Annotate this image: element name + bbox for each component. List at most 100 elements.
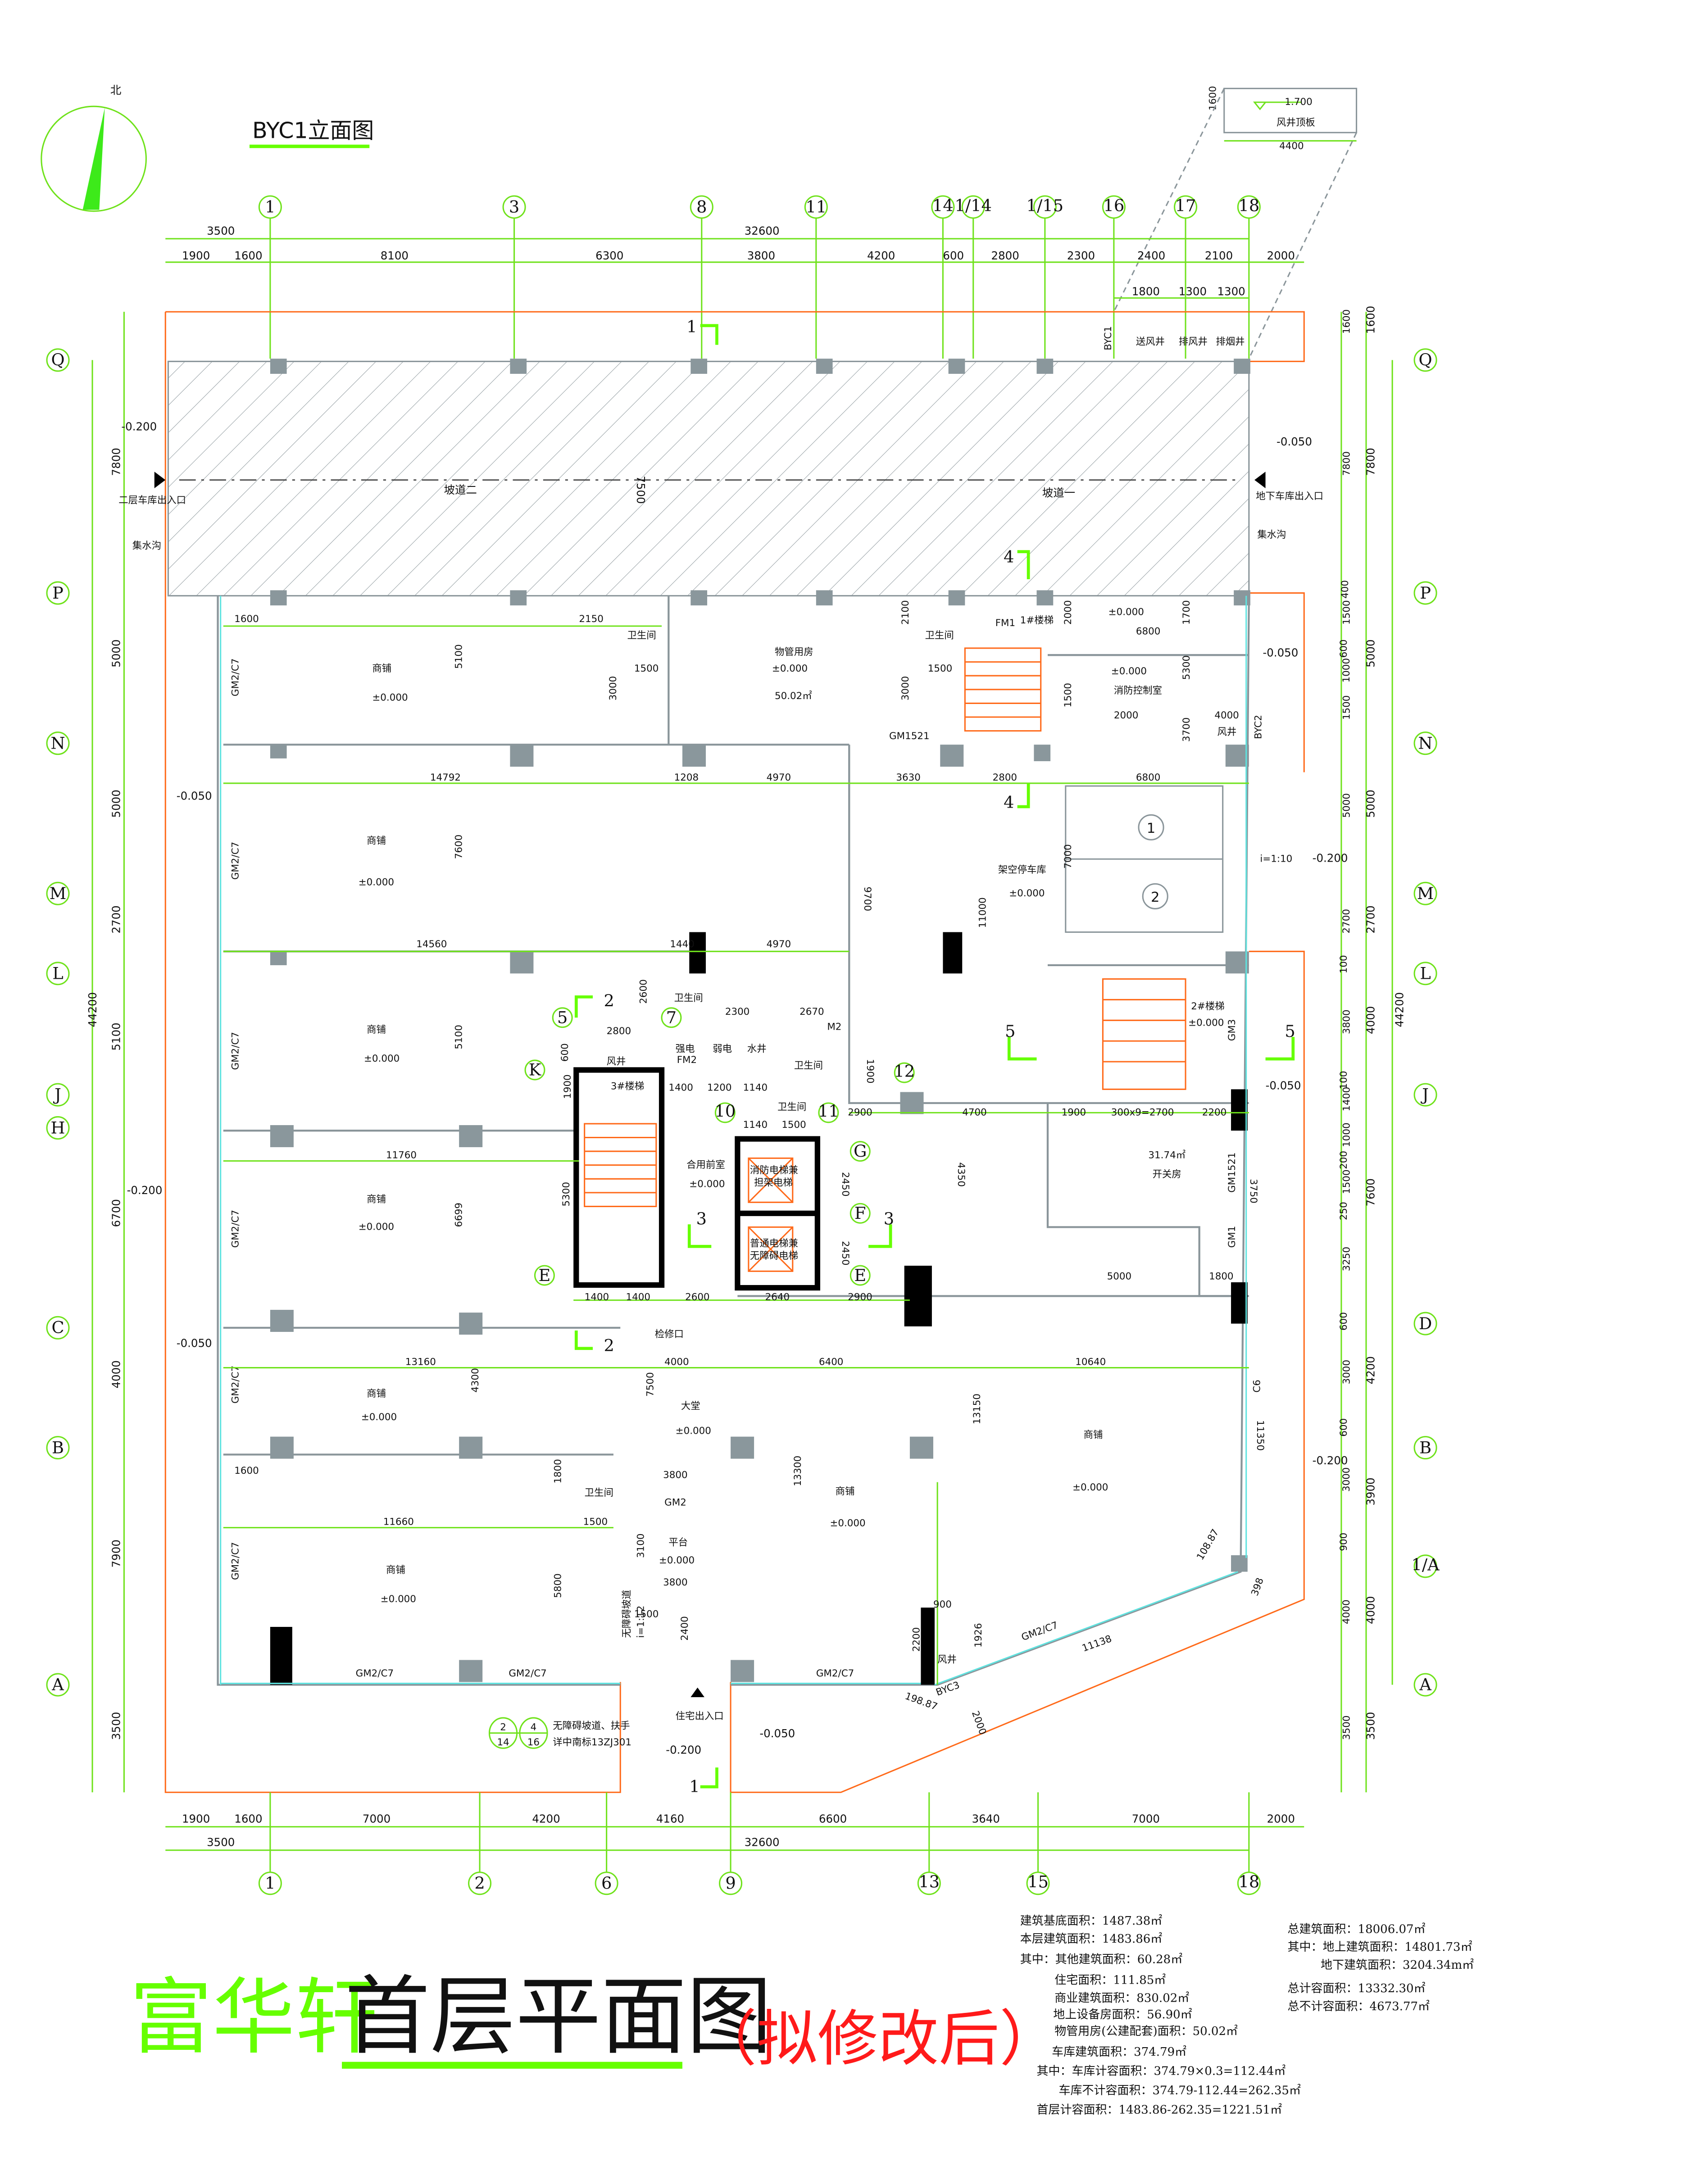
axis-label: 1/14: [955, 196, 992, 215]
dim: 11000: [977, 897, 988, 928]
dim: 600: [1338, 640, 1349, 658]
dim: 4000: [1214, 710, 1239, 721]
axis-label: 10: [714, 1102, 736, 1121]
dim: 1600: [1341, 309, 1352, 334]
detail-num: 2: [500, 1722, 506, 1733]
stat-line: 其中：车库计容面积：374.79×0.3=112.44㎡: [1037, 2065, 1286, 2078]
wc-label: 卫生间: [925, 630, 954, 641]
section-mark: 1: [689, 1777, 700, 1796]
level-label: ±0.000: [359, 877, 394, 888]
shop-label: 商铺: [367, 836, 386, 847]
level-label: -0.200: [666, 1744, 701, 1757]
dim: 3000: [1341, 1360, 1352, 1384]
axis-label: C: [51, 1318, 64, 1337]
dim: 3800: [663, 1469, 687, 1481]
dim: 2900: [848, 1107, 872, 1118]
dim: 13150: [972, 1394, 983, 1424]
dim: 2300: [725, 1006, 750, 1017]
level-label: ±0.000: [1072, 1482, 1108, 1493]
dim: 4000: [664, 1356, 689, 1367]
door-tag: GM2/C7: [230, 1366, 241, 1403]
dim: 4300: [470, 1368, 481, 1392]
dim: 2400: [679, 1616, 690, 1640]
level-label: ±0.000: [1188, 1017, 1224, 1029]
dim: 11760: [386, 1149, 417, 1161]
dim: 2670: [799, 1006, 824, 1017]
dim: 2700: [109, 905, 123, 933]
axis-label: L: [1420, 964, 1431, 983]
dim: 5800: [553, 1573, 564, 1598]
elevation-title: BYC1立面图: [252, 118, 374, 144]
arrow-icon: [154, 472, 166, 488]
inner-dimensions: 1600 2150 3000 5100 1500 2100 3000 1500 …: [223, 600, 1266, 1736]
dim: 5100: [453, 1025, 464, 1049]
axis-label: F: [854, 1204, 866, 1223]
axis-label: 1: [265, 197, 275, 217]
level-markers: -0.200 -0.050 -0.200 -0.050 -0.200 -0.05…: [121, 420, 1348, 1756]
garage-exit-left: 二层车库出入口: [118, 495, 186, 506]
window-tag: C6: [1251, 1380, 1263, 1393]
dim: 3100: [635, 1533, 646, 1558]
axis-label: K: [529, 1060, 541, 1080]
dim: 5000: [109, 640, 123, 668]
dim: 7500: [645, 1372, 656, 1396]
dim: 3250: [1341, 1247, 1352, 1271]
left-grid-axes: Q P N M L J H C B A: [46, 348, 70, 1697]
dim: 2100: [1205, 249, 1233, 262]
dim: 6400: [819, 1356, 843, 1367]
axis-label: 17: [1175, 196, 1196, 215]
door-tag: GM2/C7: [230, 1210, 241, 1248]
axis-label: 6: [601, 1873, 612, 1893]
dim: 1000: [1341, 658, 1352, 682]
dim: 1700: [1181, 600, 1192, 624]
dim: 100: [1338, 1071, 1349, 1090]
stat-line: 总建筑面积：18006.07㎡: [1288, 1922, 1426, 1936]
dim: 32600: [745, 224, 780, 237]
axis-label: H: [51, 1118, 65, 1137]
stair-1-treads: [964, 647, 1042, 732]
level-label: -0.200: [127, 1184, 163, 1197]
property-room-label: 物管用房: [775, 646, 813, 658]
drawing-note: （拟修改后）: [696, 2003, 1060, 2074]
axis-label: D: [1419, 1314, 1432, 1333]
dim: 3630: [896, 772, 920, 783]
axis-label: Q: [51, 350, 64, 370]
exhaust-shaft-label: 排风井: [1179, 336, 1208, 348]
dim: 14560: [416, 939, 447, 950]
dim: 4700: [962, 1107, 986, 1118]
dim: 1400: [626, 1292, 650, 1303]
dim: 1800: [1132, 285, 1160, 298]
dim: 2800: [993, 772, 1017, 783]
dim: 3000: [1341, 1467, 1352, 1492]
dim: 600: [1338, 1418, 1349, 1437]
axis-bubble: 1/15: [1027, 195, 1063, 359]
dim: 4000: [1364, 1006, 1377, 1034]
axis-label: N: [1418, 733, 1433, 753]
vent-label: 风井: [937, 1654, 957, 1666]
level-label: -0.050: [1263, 646, 1298, 659]
dim: 2450: [840, 1172, 851, 1196]
svg-text:2: 2: [1151, 890, 1159, 905]
axis-label: 8: [696, 197, 707, 217]
dim: 11660: [383, 1516, 414, 1527]
dim: 5000: [109, 790, 123, 818]
vent-roof-detail: 1.700 风井顶板 4400 1600: [1113, 86, 1358, 359]
dim: 2900: [848, 1292, 872, 1303]
dim: 7600: [1364, 1178, 1377, 1206]
dim: 6300: [595, 249, 623, 262]
top-grid-axes: 1 3 8 11 14 1/14 1/15 16 17 18: [258, 195, 1261, 359]
dim: 1500: [1063, 683, 1074, 707]
axis-bubble: 17: [1174, 195, 1198, 359]
dim: 3640: [972, 1812, 1000, 1826]
dim: 1500: [1341, 1169, 1352, 1194]
section-mark: 3: [884, 1209, 894, 1228]
dim: 1600: [234, 1465, 259, 1476]
dim: 1500: [583, 1516, 608, 1527]
switch-room-area: 31.74㎡: [1148, 1149, 1186, 1161]
dim: 6600: [819, 1812, 847, 1826]
level-label: ±0.000: [676, 1425, 711, 1436]
axis-bubble: 3: [502, 195, 526, 359]
dim: 1500: [928, 663, 952, 674]
dim: 9700: [862, 886, 873, 911]
dim: 1400: [585, 1292, 609, 1303]
